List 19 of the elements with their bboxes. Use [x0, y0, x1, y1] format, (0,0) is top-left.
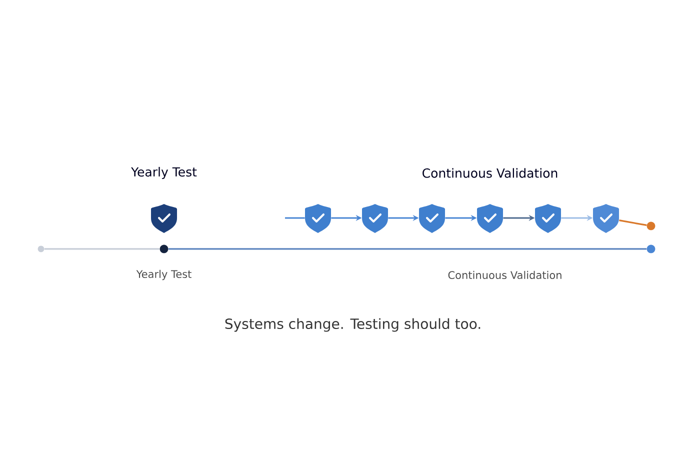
timeline — [168, 248, 647, 250]
timeline-dot — [646, 244, 656, 254]
timeline-label: Yearly Test — [136, 270, 192, 280]
timeline-dot — [646, 222, 656, 230]
heading: Yearly Test — [131, 166, 197, 180]
shield-icon — [419, 204, 445, 233]
timeline-label: Continuous Validation — [448, 270, 562, 280]
connector-line — [285, 217, 305, 219]
caption: Systems change. Testing should too. — [225, 318, 480, 332]
heading: Continuous Validation — [422, 168, 558, 178]
shield-icon — [477, 204, 503, 233]
shield-icon — [535, 204, 561, 233]
timeline-dot — [160, 244, 168, 254]
shield-icon — [305, 204, 331, 233]
shield-icon — [362, 204, 388, 233]
connector-line — [619, 220, 647, 226]
shield-icon — [593, 204, 619, 233]
shield-icon — [151, 204, 177, 233]
timeline — [44, 248, 160, 250]
